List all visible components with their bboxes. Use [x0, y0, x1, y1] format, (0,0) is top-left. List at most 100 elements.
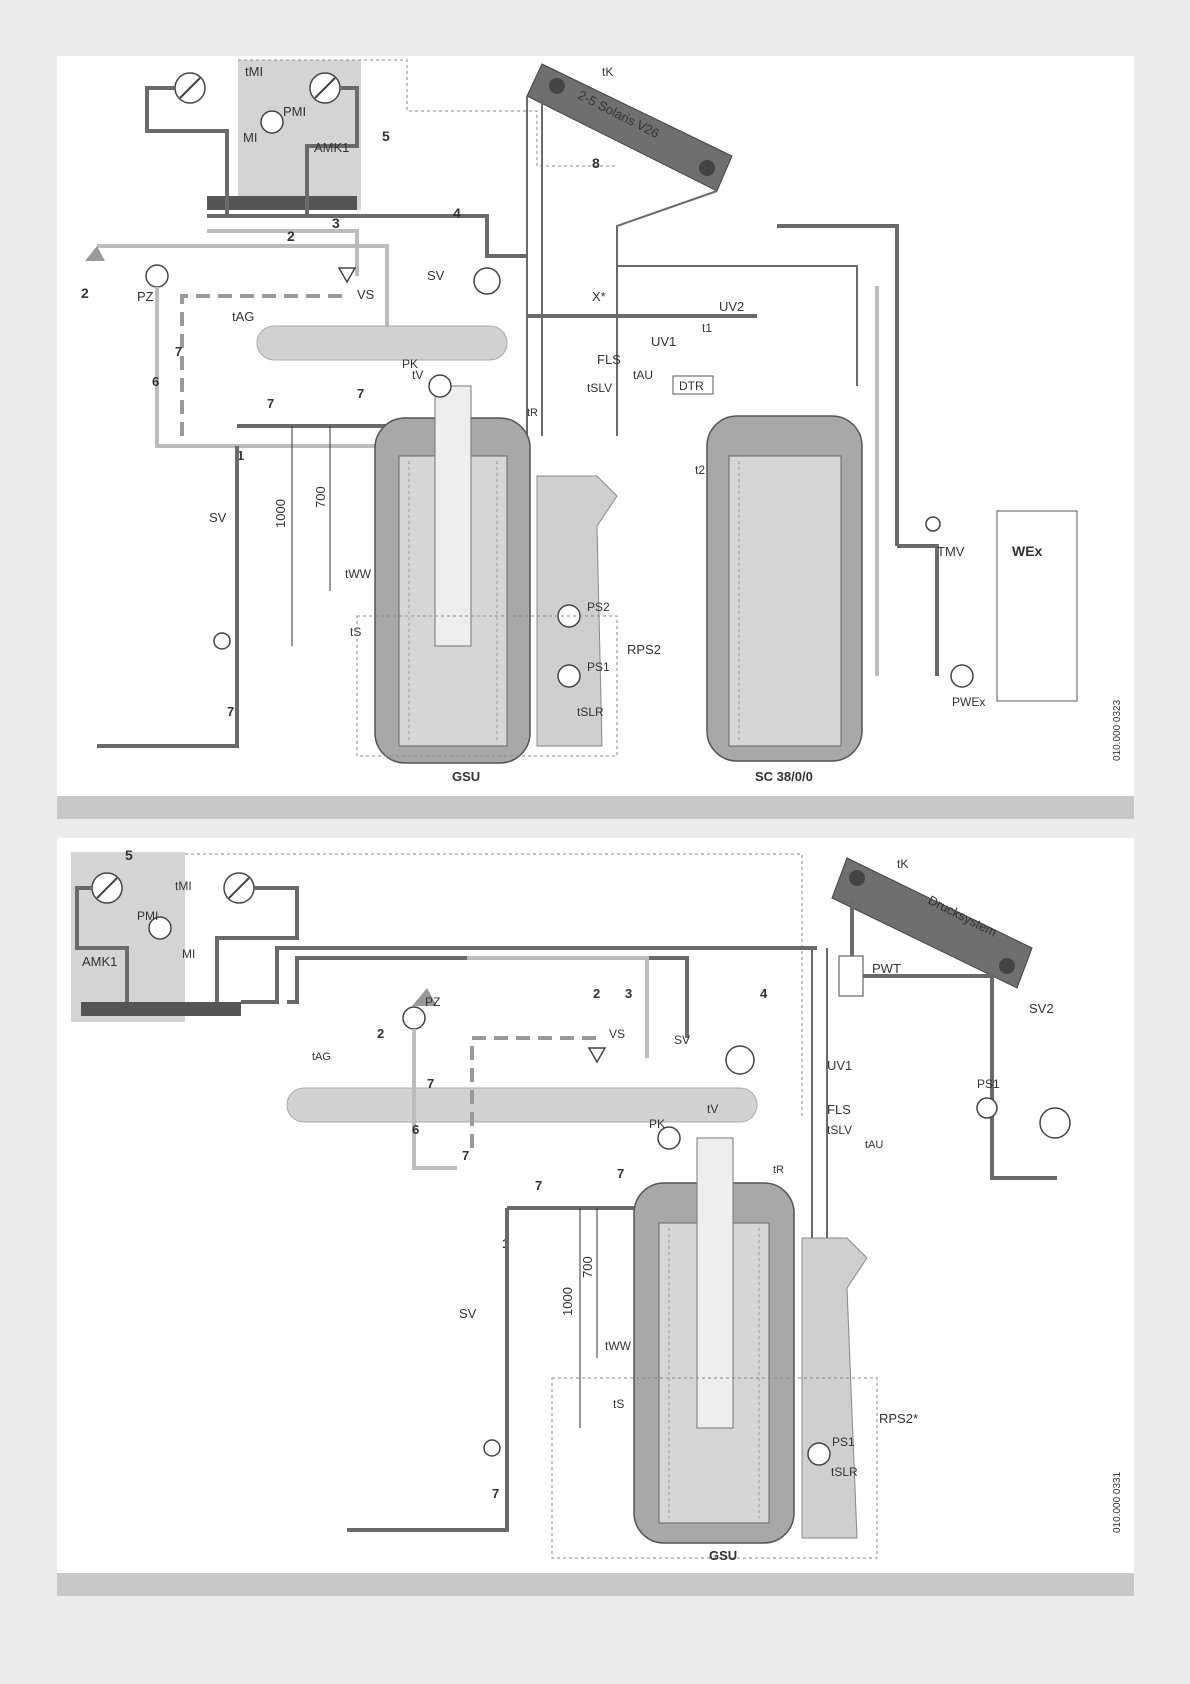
label-pwt: PWT: [872, 961, 901, 976]
pressure-gauge-icon: [213, 632, 231, 650]
expansion-vessel-icon: [725, 1045, 755, 1075]
label-sv-top: SV: [674, 1033, 690, 1047]
label-7a: 7: [175, 344, 182, 359]
label-t-slr: tSLR: [577, 705, 604, 719]
label-t-v: tV: [707, 1102, 718, 1116]
label-p-k: PK: [649, 1117, 665, 1131]
label-t2: t2: [695, 463, 705, 477]
expansion-vessel-icon: [473, 267, 501, 295]
label-uv1: UV1: [651, 334, 676, 349]
circulation-pump-icon: [402, 1006, 426, 1030]
label-7c: 7: [535, 1178, 542, 1193]
label-1: 1: [237, 448, 244, 463]
label-p-s2: PS2: [587, 600, 610, 614]
gsu-tank: [633, 1137, 795, 1544]
label-2a: 2: [377, 1026, 384, 1041]
label-6: 6: [412, 1122, 419, 1137]
label-t-mi: tMI: [175, 879, 192, 893]
label-t-r: tR: [773, 1164, 784, 1176]
label-t-slv: tSLV: [827, 1123, 852, 1137]
label-p-wex: PWEx: [952, 695, 985, 709]
dim-1000: 1000: [560, 1287, 575, 1316]
label-3: 3: [332, 215, 340, 231]
panel-footer-top: [57, 796, 1134, 819]
label-sv2: SV2: [1029, 1001, 1054, 1016]
label-t-slr: tSLR: [831, 1465, 858, 1479]
pressure-gauge-icon: [483, 1439, 501, 1457]
flue-pipe: [256, 325, 508, 361]
label-rps2: RPS2: [627, 642, 661, 657]
label-t-slv: tSLV: [587, 381, 612, 395]
label-sc: SC 38/0/0: [755, 769, 813, 784]
manifold-bar: [81, 1002, 241, 1016]
label-5: 5: [382, 128, 390, 144]
label-fls: FLS: [597, 352, 621, 367]
drawing-code: 010.000 0331: [1112, 1471, 1123, 1533]
mixer-pump-icon: [148, 916, 172, 940]
boiler-pump-icon: [428, 374, 452, 398]
label-vs: VS: [357, 287, 375, 302]
diagram-bottom: 5 tMI PMI MI AMK1 tK Drucksystem PWT SV2…: [71, 847, 1123, 1563]
dim-700: 700: [580, 1256, 595, 1278]
label-t-ag: tAG: [312, 1051, 331, 1063]
solar-pump-1-icon: [557, 664, 581, 688]
shower-icon: [85, 246, 105, 261]
dim-700: 700: [313, 486, 328, 508]
label-p-s1-right: PS1: [977, 1077, 1000, 1091]
boiler-pump-icon: [657, 1126, 681, 1150]
label-uv1: UV1: [827, 1058, 852, 1073]
label-7d: 7: [617, 1166, 624, 1181]
label-mi: MI: [182, 947, 195, 961]
wex-pump-icon: [950, 664, 974, 688]
label-2a: 2: [287, 228, 295, 244]
label-5: 5: [125, 847, 133, 863]
label-7b: 7: [357, 386, 364, 401]
label-6: 6: [152, 374, 159, 389]
label-t-r: tR: [527, 407, 538, 419]
solar-collector: [831, 857, 1033, 989]
label-p-s1: PS1: [587, 660, 610, 674]
label-t-s: tS: [350, 625, 361, 639]
label-t-v: tV: [412, 368, 423, 382]
label-vs: VS: [609, 1027, 625, 1041]
label-tmv: TMV: [937, 544, 965, 559]
panel-footer-bottom: [57, 1573, 1134, 1596]
pwt-exchanger: [838, 955, 864, 997]
label-sv-top: SV: [427, 268, 445, 283]
rps2-unit: [801, 1237, 868, 1539]
dtr-box: [672, 375, 714, 395]
label-uv2: UV2: [719, 299, 744, 314]
label-t-mi: tMI: [245, 64, 263, 79]
label-t-k: tK: [897, 857, 908, 871]
label-gsu: GSU: [452, 769, 480, 784]
label-amk1: AMK1: [314, 140, 349, 155]
label-p-mi: PMI: [283, 104, 306, 119]
diagram-bottom-panel: 5 tMI PMI MI AMK1 tK Drucksystem PWT SV2…: [57, 838, 1134, 1573]
sc-tank: [706, 415, 863, 762]
amk1-box: [238, 60, 361, 210]
diagram-top-panel: tMI PMI MI AMK1 5 2-5 Solaris V26 tK 8 3…: [57, 56, 1134, 796]
gauge-icon: [91, 872, 123, 904]
label-t-k: tK: [602, 65, 613, 79]
label-7e: 7: [227, 704, 234, 719]
label-t-ag: tAG: [232, 309, 254, 324]
label-2b: 2: [593, 986, 600, 1001]
label-2b: 2: [81, 285, 89, 301]
solar-pump-right-icon: [976, 1097, 998, 1119]
shower-icon: [412, 988, 437, 1006]
label-wex: WEx: [1012, 543, 1043, 559]
label-p-k: PK: [402, 357, 418, 371]
label-pz: PZ: [425, 995, 440, 1009]
flue-pipe: [286, 1087, 758, 1123]
label-pz: PZ: [137, 289, 154, 304]
label-t-au: tAU: [865, 1139, 883, 1151]
label-t-ww: tWW: [345, 567, 372, 581]
diagram-top: tMI PMI MI AMK1 5 2-5 Solaris V26 tK 8 3…: [81, 59, 1123, 784]
label-7e: 7: [492, 1486, 499, 1501]
expansion-vessel-right-icon: [1039, 1107, 1071, 1139]
label-8: 8: [592, 155, 600, 171]
label-sv-left: SV: [209, 510, 227, 525]
label-3: 3: [625, 986, 632, 1001]
dim-1000: 1000: [273, 499, 288, 528]
label-t-au: tAU: [633, 368, 653, 382]
